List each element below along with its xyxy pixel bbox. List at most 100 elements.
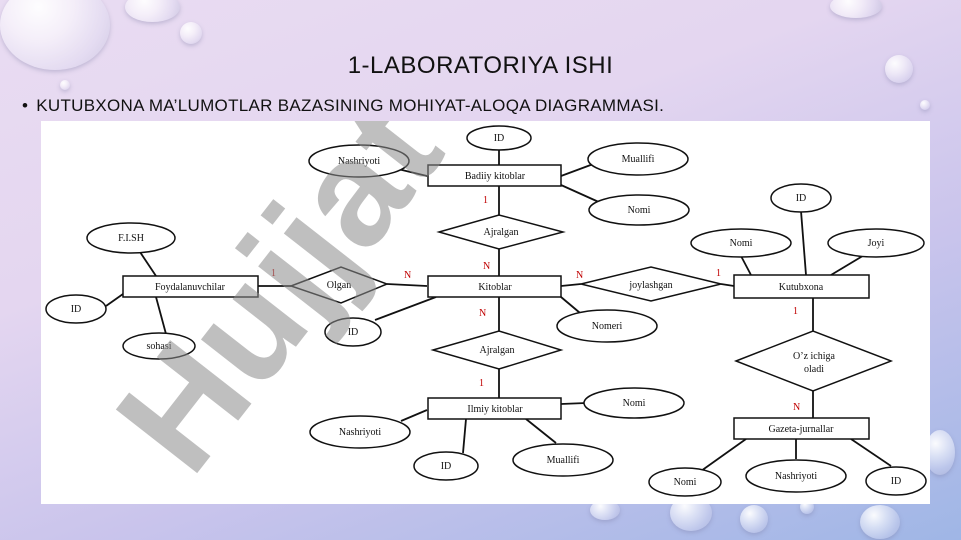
attribute-ellipse <box>413 451 479 481</box>
entity-shapes <box>122 164 870 440</box>
decorative-bubble <box>125 0 180 22</box>
entity-rect <box>427 397 562 420</box>
relationship-shapes <box>288 214 894 392</box>
entity-foydalanuvchilar: Foydalanuvchilar <box>155 282 226 293</box>
attribute-ellipse <box>309 415 411 449</box>
attribute-ellipse <box>827 228 925 258</box>
decorative-bubble <box>0 0 110 70</box>
decorative-bubble <box>860 505 900 539</box>
attribute-ellipse <box>648 467 722 497</box>
attr-kitoblar-id: ID <box>348 327 359 338</box>
cardinality-label: N <box>576 270 583 281</box>
attr-gazeta-id: ID <box>891 476 902 487</box>
decorative-bubble <box>885 55 913 83</box>
connector <box>462 418 467 454</box>
er-diagram-svg: Badiiy kitoblar Kitoblar Ilmiy kitoblar … <box>45 121 927 501</box>
attr-badiiy-nomi: Nomi <box>628 205 651 216</box>
attr-gazeta-nomi: Nomi <box>674 477 697 488</box>
attribute-ellipse <box>690 228 792 258</box>
decorative-bubble <box>740 505 768 533</box>
cardinality-label: 1 <box>479 378 484 389</box>
attribute-ellipse <box>512 443 614 477</box>
entity-kutubxona: Kutubxona <box>779 282 824 293</box>
attr-badiiy-nashriyoti: Nashriyoti <box>338 156 380 167</box>
entity-rect <box>733 274 870 299</box>
relationship-diamond <box>436 214 566 250</box>
relationship-diamond <box>580 266 722 302</box>
cardinality-label: N <box>483 261 490 272</box>
attribute-shapes <box>45 125 927 497</box>
bullet-text: KUTUBXONA MA’LUMOTLAR BAZASINING MOHIYAT… <box>36 96 665 115</box>
relationship-oz-ichiga-line2: oladi <box>804 364 824 375</box>
attribute-ellipse <box>308 144 410 178</box>
relationship-ajralgan: Ajralgan <box>480 345 515 356</box>
connector <box>740 255 752 276</box>
attr-gazeta-nashriyoti: Nashriyoti <box>775 471 817 482</box>
attr-foyd-id: ID <box>71 304 82 315</box>
attribute-ellipse <box>588 194 690 226</box>
attribute-ellipse <box>86 222 176 254</box>
connector <box>850 438 892 467</box>
decorative-bubble <box>830 0 882 18</box>
connector <box>374 296 437 321</box>
cardinality-label: 1 <box>793 306 798 317</box>
connector <box>560 283 582 287</box>
decorative-bubble <box>925 430 955 475</box>
bullet-dot: • <box>22 96 29 115</box>
connector <box>560 162 597 177</box>
attribute-ellipse <box>122 332 196 360</box>
entity-rect <box>122 275 259 298</box>
attr-kutub-nomi: Nomi <box>730 238 753 249</box>
cardinality-label: N <box>479 308 486 319</box>
attr-badiiy-id: ID <box>494 133 505 144</box>
connector <box>105 293 124 307</box>
connector <box>560 184 602 204</box>
cardinality-label: 1 <box>716 268 721 279</box>
relationship-olgan: Olgan <box>327 280 351 291</box>
attribute-ellipse <box>770 183 832 213</box>
attribute-ellipse <box>324 317 382 347</box>
connector <box>720 283 735 287</box>
connector <box>155 296 167 335</box>
attr-kutub-id: ID <box>796 193 807 204</box>
attr-ilmiy-nashriyoti: Nashriyoti <box>339 427 381 438</box>
connector <box>800 210 807 276</box>
attribute-ellipse <box>583 387 685 419</box>
cardinality-label: N <box>793 402 800 413</box>
attr-ilmiy-muallifi: Muallifi <box>547 455 580 466</box>
entity-badiiy-kitoblar: Badiiy kitoblar <box>465 171 526 182</box>
entity-kitoblar: Kitoblar <box>478 282 512 293</box>
entity-rect <box>733 417 870 440</box>
attr-ilmiy-id: ID <box>441 461 452 472</box>
slide-bullet: • KUTUBXONA MA’LUMOTLAR BAZASINING MOHIYA… <box>22 96 664 116</box>
attribute-ellipse <box>556 309 658 343</box>
attribute-ellipse <box>865 466 927 496</box>
connector <box>386 283 428 287</box>
attribute-ellipse <box>587 142 689 176</box>
relationship-diamond <box>430 330 564 370</box>
relationship-ajralgan: Ajralgan <box>484 227 519 238</box>
attribute-ellipse <box>45 294 107 324</box>
attr-kitoblar-nomeri: Nomeri <box>592 321 623 332</box>
attr-kutub-joyi: Joyi <box>868 238 885 249</box>
cardinality-label: N <box>404 270 411 281</box>
entity-ilmiy-kitoblar: Ilmiy kitoblar <box>467 404 523 415</box>
attr-badiiy-muallifi: Muallifi <box>622 154 655 165</box>
entity-rect <box>427 164 562 187</box>
decorative-bubble <box>60 80 70 90</box>
relationship-diamond <box>288 266 390 304</box>
entity-rect <box>427 275 562 298</box>
slide-title: 1-LABORATORIYA ISHI <box>347 52 614 79</box>
decorative-bubble <box>180 22 202 44</box>
cardinality-label: 1 <box>483 195 488 206</box>
attribute-ellipse <box>466 125 532 151</box>
relationship-diamond <box>733 330 894 392</box>
connector <box>830 253 867 276</box>
entity-gazeta-jurnallar: Gazeta-jurnallar <box>769 424 835 435</box>
attr-foyd-sohasi: sohasi <box>147 341 172 352</box>
connector <box>400 409 428 422</box>
connector <box>560 402 587 405</box>
relationship-oz-ichiga-line1: O’z ichiga <box>793 351 835 362</box>
er-diagram: Badiiy kitoblar Kitoblar Ilmiy kitoblar … <box>41 121 930 504</box>
attribute-ellipse <box>745 459 847 493</box>
